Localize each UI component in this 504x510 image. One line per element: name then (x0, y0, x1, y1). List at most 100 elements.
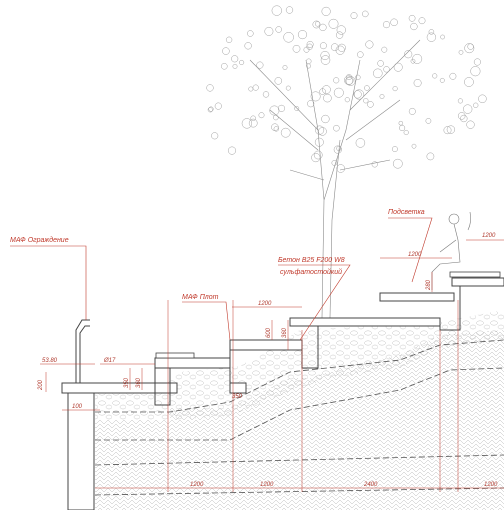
canopy-leaf (323, 93, 332, 103)
canopy-leaf (336, 145, 342, 152)
canopy-leaf (271, 5, 282, 16)
canopy-leaf (333, 77, 340, 84)
canopy-leaf (399, 124, 406, 132)
canopy-leaf (232, 63, 238, 69)
canopy-leaf (350, 12, 358, 20)
canopy-leaf (398, 120, 404, 126)
canopy-leaf (353, 90, 362, 99)
fence-post (75, 319, 90, 383)
canopy-leaf (269, 105, 280, 116)
canopy-leaf (303, 46, 310, 53)
canopy-leaf (322, 85, 331, 94)
canopy-leaf (274, 77, 283, 85)
canopy-leaf (294, 106, 300, 111)
canopy-leaf (314, 137, 324, 147)
canopy-leaf (307, 100, 315, 108)
canopy-leaf (413, 79, 422, 87)
canopy-leaf (321, 114, 330, 124)
canopy-leaf (363, 98, 369, 104)
canopy-leaf (377, 60, 384, 67)
canopy-leaf (275, 26, 282, 33)
canopy-leaf (227, 146, 237, 155)
canopy-leaf (460, 114, 468, 123)
canopy-leaf (336, 25, 346, 35)
canopy-leaf (282, 65, 288, 70)
canopy-leaf (404, 50, 413, 59)
canopy-leaf (346, 74, 352, 81)
dim-360: 360 (282, 327, 288, 338)
dim-top-left: Ø17 (103, 358, 116, 364)
canopy-leaf (354, 89, 365, 100)
canopy-leaf (262, 91, 270, 98)
dim-1200-c: 1200 (408, 252, 422, 258)
soil-layers (94, 310, 504, 510)
canopy-leaf (428, 29, 435, 35)
canopy-leaf (362, 10, 369, 18)
canopy-leaf (373, 68, 383, 79)
tree-illustration (206, 5, 487, 319)
canopy-leaf (313, 150, 323, 160)
canopy-leaf (283, 32, 294, 43)
canopy-leaf (222, 47, 230, 55)
canopy-leaf (408, 14, 416, 22)
leader-lines (10, 217, 433, 341)
canopy-leaf (319, 42, 327, 50)
canopy-leaf (273, 126, 279, 132)
canopy-leaf (271, 123, 279, 131)
canopy-leaf (382, 21, 391, 29)
canopy-leaf (383, 66, 390, 73)
canopy-leaf (333, 87, 344, 98)
canopy-leaf (214, 102, 222, 110)
dim-bottom-2: 1200 (260, 482, 274, 488)
canopy-leaf (311, 153, 321, 163)
canopy-leaf (280, 127, 291, 138)
canopy-leaf (464, 77, 474, 87)
dim-v-left: 200 (38, 379, 44, 391)
label-raft: МАФ Плот (182, 294, 219, 301)
canopy-leaf (244, 42, 252, 50)
canopy-leaf (440, 34, 445, 40)
canopy-leaf (331, 160, 338, 166)
canopy-leaf (273, 114, 279, 121)
canopy-leaf (392, 86, 398, 92)
canopy-leaf (411, 143, 417, 149)
canopy-leaf (393, 62, 403, 72)
dim-elev: 53.80 (42, 358, 58, 364)
dim-600: 600 (266, 327, 272, 338)
canopy-leaf (285, 6, 294, 14)
canopy-leaf (315, 125, 325, 135)
canopy-leaf (250, 115, 256, 122)
canopy-leaf (310, 91, 321, 102)
canopy-leaf (208, 106, 214, 112)
label-concrete-2: сульфатостойкий (280, 268, 342, 276)
canopy-leaf (464, 43, 475, 54)
canopy-leaf (443, 126, 452, 135)
canopy-leaf (392, 158, 403, 169)
dimension-lines (40, 239, 504, 492)
canopy-leaf (252, 84, 259, 91)
canopy-leaf (371, 161, 378, 168)
dim-v2: 350 (124, 377, 130, 388)
label-fence: МАФ Ограждение (10, 236, 69, 244)
canopy-leaf (449, 72, 457, 80)
canopy-leaf (306, 40, 314, 48)
canopy-leaf (367, 101, 374, 108)
canopy-leaf (418, 17, 426, 25)
dim-280: 280 (426, 279, 432, 291)
canopy-leaf (344, 97, 350, 103)
canopy-leaf (467, 43, 474, 50)
canopy-leaf (333, 145, 342, 154)
canopy-leaf (381, 46, 388, 53)
canopy-leaf (345, 77, 353, 85)
canopy-leaf (410, 22, 418, 31)
canopy-leaf (328, 18, 339, 29)
canopy-leaf (473, 58, 481, 66)
dim-100: 100 (72, 404, 83, 410)
canopy-leaf (457, 98, 463, 104)
raft-bench (155, 271, 501, 359)
canopy-leaf (390, 18, 398, 27)
canopy-leaf (318, 127, 327, 136)
canopy-leaf (365, 40, 374, 49)
dim-bottom-3: 2400 (363, 482, 378, 488)
